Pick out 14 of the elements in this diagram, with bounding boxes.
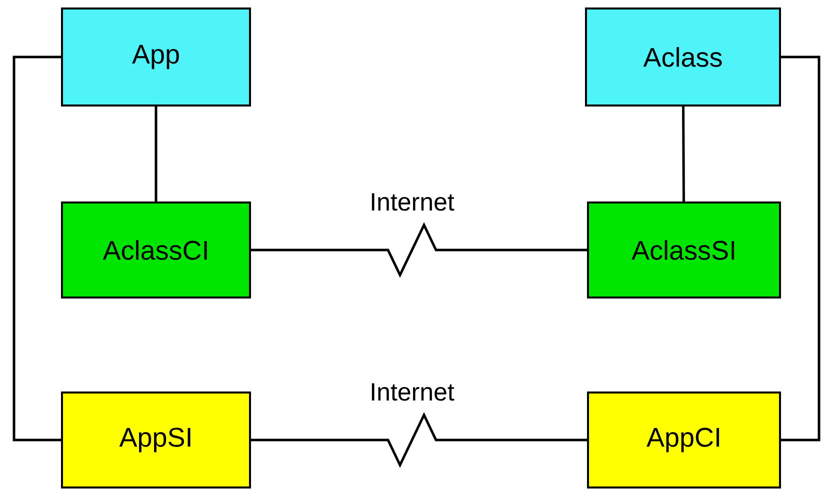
process-box: Aclass xyxy=(585,8,781,106)
connector-line xyxy=(781,56,820,442)
process-box: AclassSI xyxy=(587,202,781,298)
process-box: App xyxy=(61,8,251,106)
connector-line xyxy=(682,106,685,202)
process-box: AppCI xyxy=(587,392,781,488)
process-box: AclassCI xyxy=(61,202,251,298)
edge-label: Internet xyxy=(368,192,456,212)
connector-line xyxy=(251,222,587,278)
process-box: AppSI xyxy=(61,392,251,488)
connector-line xyxy=(251,412,587,468)
connector-line xyxy=(12,56,61,442)
connector-line xyxy=(154,106,158,202)
edge-label: Internet xyxy=(368,382,456,402)
